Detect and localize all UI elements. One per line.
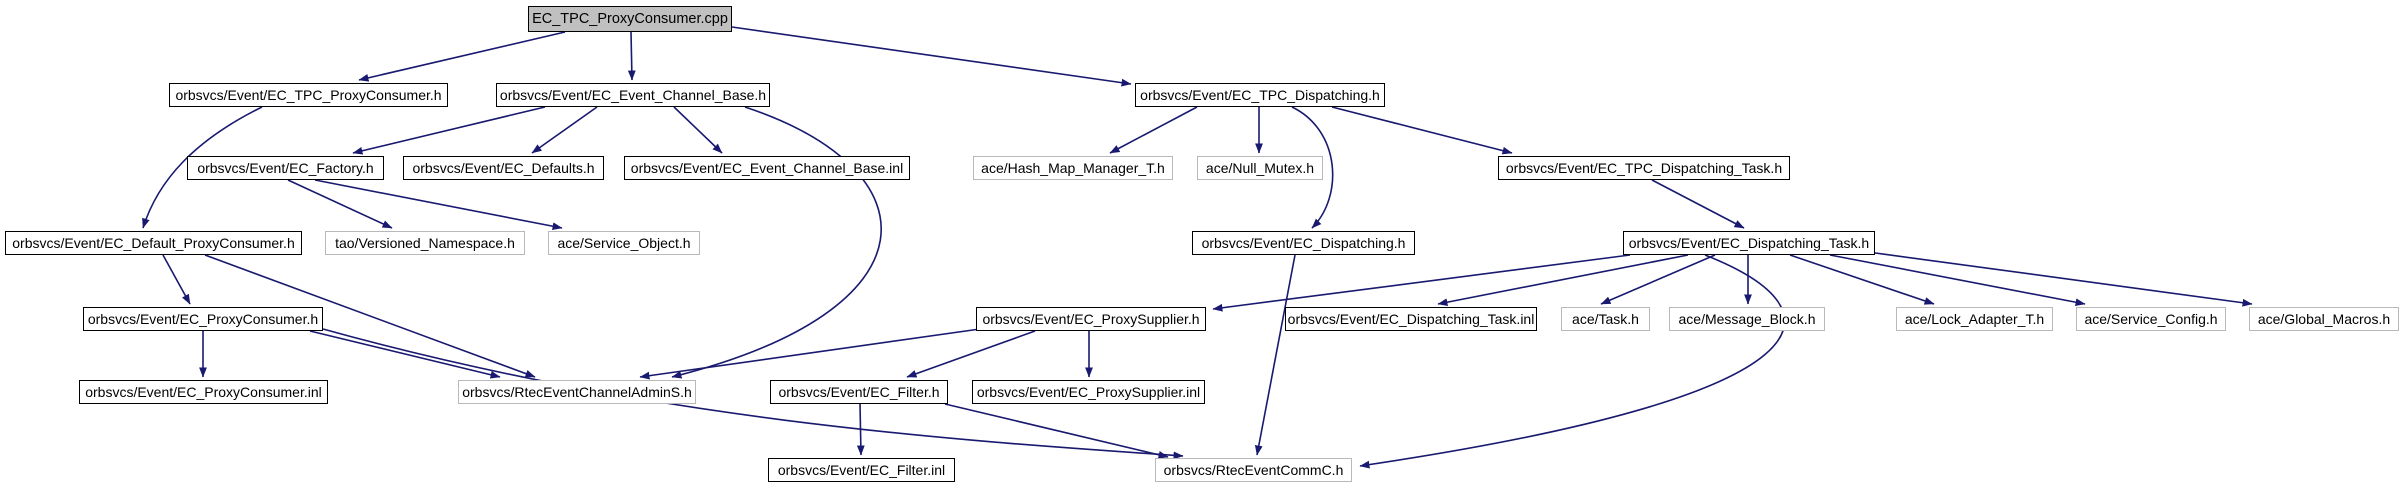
graph-node-label: orbsvcs/Event/EC_Event_Channel_Base.h xyxy=(499,87,767,103)
edge-def_pc-to-admins xyxy=(204,254,536,378)
edge-disp_task_h-to-dt_inl xyxy=(1437,254,1689,306)
edge-cpp-to-tpc_pc_h xyxy=(358,31,566,82)
edge-disp_task_h-to-task xyxy=(1600,254,1716,305)
graph-node-filter_h[interactable]: orbsvcs/Event/EC_Filter.h xyxy=(770,380,948,404)
graph-node-def_pc[interactable]: orbsvcs/Event/EC_Default_ProxyConsumer.h xyxy=(5,231,302,255)
graph-node-label: orbsvcs/Event/EC_TPC_Dispatching.h xyxy=(1140,87,1380,103)
edge-cpp-to-tpc_d_h xyxy=(731,26,1132,87)
graph-node-nullmutex: ace/Null_Mutex.h xyxy=(1197,156,1323,180)
graph-node-label: orbsvcs/Event/EC_Factory.h xyxy=(197,160,374,176)
graph-node-hashmap: ace/Hash_Map_Manager_T.h xyxy=(973,156,1173,180)
graph-node-ps_inl[interactable]: orbsvcs/Event/EC_ProxySupplier.inl xyxy=(972,380,1205,404)
edge-factory-to-svcobj xyxy=(314,179,563,231)
edge-ecb_h-to-defaults xyxy=(531,106,598,154)
graph-node-label: orbsvcs/Event/EC_ProxySupplier.inl xyxy=(976,384,1201,400)
edge-pc_h-to-commc xyxy=(322,328,1184,460)
edge-ecb_h-to-admins xyxy=(671,106,882,379)
edge-tpc_dt_h-to-disp_task_h xyxy=(1651,179,1745,229)
graph-node-label: orbsvcs/Event/EC_Dispatching.h xyxy=(1201,235,1406,251)
graph-node-vns: tao/Versioned_Namespace.h xyxy=(325,231,525,255)
graph-node-label: orbsvcs/Event/EC_TPC_ProxyConsumer.h xyxy=(175,87,442,103)
graph-node-label: orbsvcs/Event/EC_ProxyConsumer.h xyxy=(87,311,319,327)
graph-node-label: ace/Service_Config.h xyxy=(2084,311,2218,327)
graph-node-pc_inl[interactable]: orbsvcs/Event/EC_ProxyConsumer.inl xyxy=(79,380,328,404)
graph-node-label: ace/Lock_Adapter_T.h xyxy=(1904,311,2045,327)
graph-node-label: tao/Versioned_Namespace.h xyxy=(335,235,515,251)
edge-disp_task_h-to-la xyxy=(1789,254,1935,305)
graph-node-ecb_h[interactable]: orbsvcs/Event/EC_Event_Channel_Base.h xyxy=(496,83,770,107)
graph-node-commc: orbsvcs/RtecEventCommC.h xyxy=(1155,458,1352,482)
graph-node-label: orbsvcs/Event/EC_Event_Channel_Base.inl xyxy=(630,160,904,176)
edge-filter_h-to-filter_inl xyxy=(856,403,865,456)
graph-node-label: ace/Null_Mutex.h xyxy=(1205,160,1315,176)
edge-factory-to-vns xyxy=(287,179,393,229)
graph-node-ecb_inl[interactable]: orbsvcs/Event/EC_Event_Channel_Base.inl xyxy=(624,156,910,180)
graph-node-label: orbsvcs/Event/EC_Defaults.h xyxy=(412,160,595,176)
graph-node-label: ace/Message_Block.h xyxy=(1678,311,1816,327)
edge-filter_h-to-commc xyxy=(944,403,1169,459)
edge-ps_h-to-admins xyxy=(639,328,981,380)
graph-node-cpp: EC_TPC_ProxyConsumer.cpp xyxy=(528,6,732,32)
graph-node-mb: ace/Message_Block.h xyxy=(1669,307,1825,331)
edge-cpp-to-ecb_h xyxy=(627,31,636,81)
edge-tpc_d_h-to-hashmap xyxy=(1109,106,1198,154)
graph-node-gm: ace/Global_Macros.h xyxy=(2249,307,2399,331)
graph-node-label: ace/Hash_Map_Manager_T.h xyxy=(981,160,1165,176)
edge-ecb_h-to-factory xyxy=(352,106,546,155)
graph-node-label: orbsvcs/Event/EC_TPC_Dispatching_Task.h xyxy=(1505,160,1783,176)
edge-pc_h-to-admins xyxy=(309,330,501,379)
edge-disp_task_h-to-gm xyxy=(1867,251,2253,307)
edge-tpc_d_h-to-disp_h xyxy=(1291,106,1334,229)
graph-node-label: orbsvcs/Event/EC_Dispatching_Task.inl xyxy=(1287,311,1535,327)
graph-node-label: ace/Task.h xyxy=(1572,311,1639,327)
edge-disp_h-to-commc xyxy=(1254,254,1296,456)
graph-node-label: orbsvcs/RtecEventCommC.h xyxy=(1163,462,1344,478)
graph-node-sc: ace/Service_Config.h xyxy=(2076,307,2226,331)
graph-node-task: ace/Task.h xyxy=(1561,307,1650,331)
graph-node-admins: orbsvcs/RtecEventChannelAdminS.h xyxy=(458,380,696,404)
graph-node-defaults[interactable]: orbsvcs/Event/EC_Defaults.h xyxy=(403,156,604,180)
graph-node-label: orbsvcs/Event/EC_Filter.inl xyxy=(777,462,946,478)
graph-node-label: orbsvcs/Event/EC_Dispatching_Task.h xyxy=(1628,235,1870,251)
graph-node-disp_task_h[interactable]: orbsvcs/Event/EC_Dispatching_Task.h xyxy=(1623,231,1875,255)
edge-tpc_d_h-to-tpc_dt_h xyxy=(1331,106,1513,155)
edge-disp_task_h-to-sc xyxy=(1829,254,2086,307)
edge-ps_h-to-filter_h xyxy=(906,330,1036,378)
graph-node-label: orbsvcs/Event/EC_ProxyConsumer.inl xyxy=(85,384,322,400)
graph-node-dt_inl[interactable]: orbsvcs/Event/EC_Dispatching_Task.inl xyxy=(1285,307,1537,331)
edge-ecb_h-to-ecb_inl xyxy=(673,106,723,154)
graph-node-tpc_pc_h[interactable]: orbsvcs/Event/EC_TPC_ProxyConsumer.h xyxy=(169,83,448,107)
graph-node-disp_h[interactable]: orbsvcs/Event/EC_Dispatching.h xyxy=(1192,231,1415,255)
graph-node-tpc_d_h[interactable]: orbsvcs/Event/EC_TPC_Dispatching.h xyxy=(1135,83,1385,107)
graph-node-label: orbsvcs/Event/EC_Default_ProxyConsumer.h xyxy=(12,235,295,251)
graph-node-label: ace/Service_Object.h xyxy=(557,235,691,251)
edge-tpc_pc_h-to-def_pc xyxy=(142,106,263,229)
graph-node-pc_h[interactable]: orbsvcs/Event/EC_ProxyConsumer.h xyxy=(83,307,323,331)
graph-node-la: ace/Lock_Adapter_T.h xyxy=(1896,307,2053,331)
graph-node-ps_h[interactable]: orbsvcs/Event/EC_ProxySupplier.h xyxy=(976,307,1206,331)
graph-node-label: orbsvcs/Event/EC_ProxySupplier.h xyxy=(982,311,1200,327)
edge-disp_task_h-to-ps_h xyxy=(1212,254,1631,312)
graph-node-factory[interactable]: orbsvcs/Event/EC_Factory.h xyxy=(187,156,384,180)
graph-node-label: orbsvcs/RtecEventChannelAdminS.h xyxy=(462,384,692,400)
graph-node-svcobj: ace/Service_Object.h xyxy=(548,231,700,255)
graph-node-filter_inl[interactable]: orbsvcs/Event/EC_Filter.inl xyxy=(768,458,955,482)
edge-disp_task_h-to-commc xyxy=(1359,254,1786,469)
edge-def_pc-to-pc_h xyxy=(162,254,191,305)
graph-node-label: orbsvcs/Event/EC_Filter.h xyxy=(778,384,940,400)
graph-node-label: EC_TPC_ProxyConsumer.cpp xyxy=(532,10,728,27)
graph-node-label: ace/Global_Macros.h xyxy=(2257,311,2391,327)
graph-node-tpc_dt_h[interactable]: orbsvcs/Event/EC_TPC_Dispatching_Task.h xyxy=(1498,156,1790,180)
